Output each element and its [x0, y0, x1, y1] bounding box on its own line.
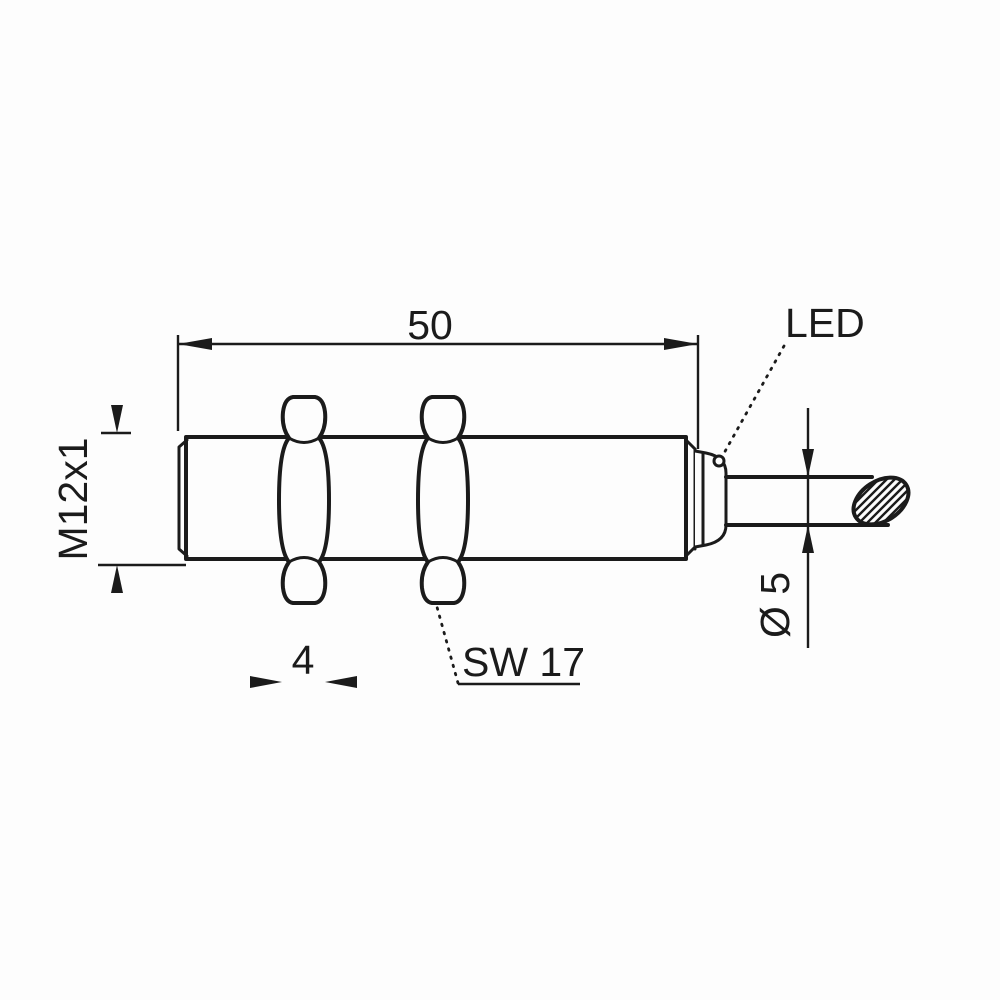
hex-nut-left-facet-lines [287, 436, 321, 564]
nut-width-arrow-left [250, 676, 282, 688]
cable-cross-section-hatch [844, 467, 918, 535]
wrench-size-callout: SW 17 [435, 605, 585, 686]
sensor-outline [177, 395, 918, 605]
length-dim-label: 50 [407, 302, 453, 348]
hex-nut-left [277, 395, 331, 605]
cable-diameter-dimension: Ø 5 [752, 408, 814, 648]
dimensions: 50 M12x1 4 Ø 5 [50, 300, 865, 688]
thread-dim-arrow-top [111, 405, 123, 433]
led-label: LED [785, 300, 865, 346]
cable-diameter-label: Ø 5 [752, 572, 798, 638]
wrench-leader-line [435, 605, 460, 685]
nut-width-arrow-right [325, 676, 357, 688]
hex-nut-right-facet-lines [426, 436, 460, 564]
nut-thickness-dimension: 4 [250, 637, 357, 688]
thread-dim-label: M12x1 [50, 437, 96, 560]
sensor-front-face-chamfer [177, 438, 189, 558]
length-dim-arrow-left [178, 338, 212, 350]
led-indicator-dot [712, 454, 726, 468]
hex-nut-right [416, 395, 470, 605]
thread-dimension: M12x1 [50, 405, 186, 593]
nut-width-label: 4 [292, 637, 315, 683]
wrench-size-label: SW 17 [462, 639, 585, 685]
led-leader-line [721, 344, 786, 457]
length-dim-arrow-right [664, 338, 698, 350]
length-dimension: 50 [176, 302, 700, 449]
cable-cross-section [851, 475, 911, 527]
cable-dia-arrow-bottom [802, 525, 814, 553]
cable-dia-arrow-top [802, 449, 814, 477]
led-callout: LED [721, 300, 865, 457]
thread-dim-arrow-bottom [111, 565, 123, 593]
